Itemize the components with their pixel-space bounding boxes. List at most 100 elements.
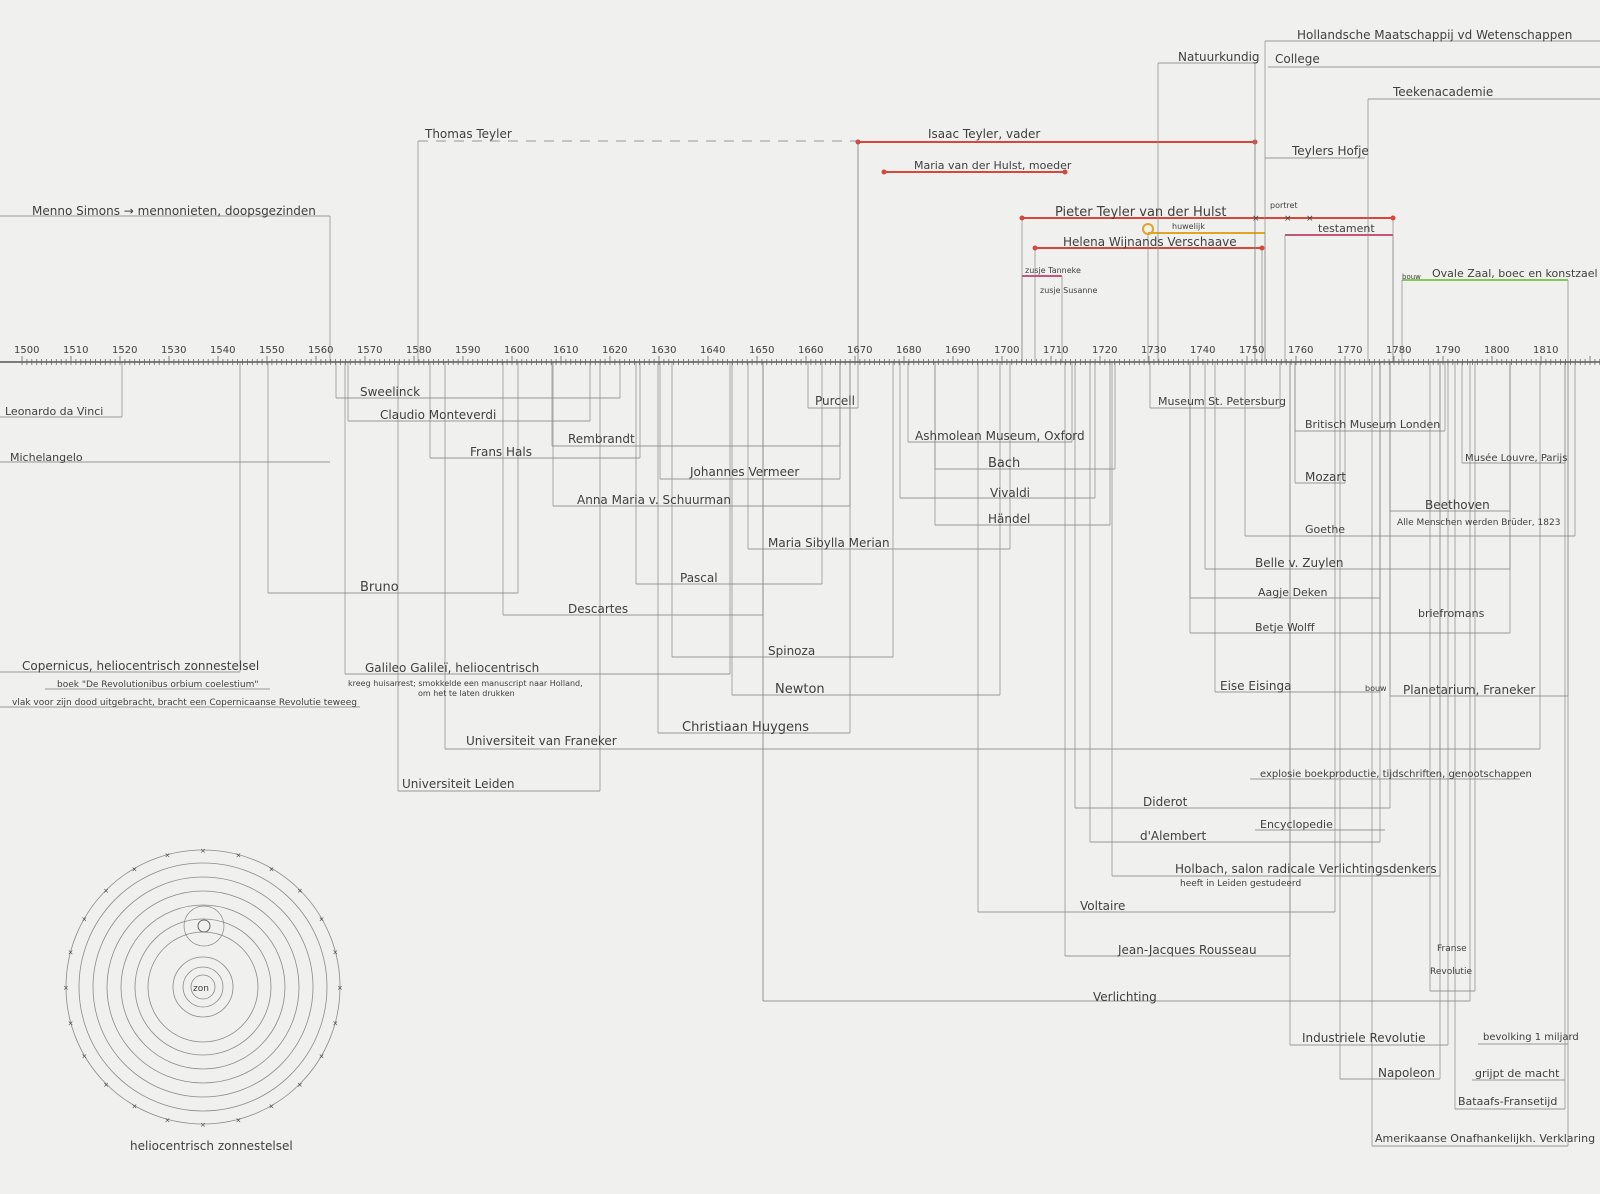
star-mark-icon: × [235, 1116, 241, 1124]
event-label: zusje Susanne [1040, 286, 1097, 295]
event-label: bouw [1402, 273, 1421, 281]
star-mark-icon: × [319, 916, 325, 924]
year-label: 1790 [1435, 345, 1460, 356]
event-label: Britisch Museum Londen [1305, 418, 1440, 431]
event-label: Galileo Galileï, heliocentrisch [365, 661, 539, 675]
orbit-ring [78, 862, 328, 1112]
event-label: Newton [775, 682, 825, 697]
star-mark-icon: × [297, 887, 303, 895]
event-label: Claudio Monteverdi [380, 408, 496, 422]
event-label: Goethe [1305, 523, 1345, 536]
star-mark-icon: × [165, 852, 171, 860]
connector-lines: × × × [0, 40, 1600, 1147]
year-label: 1540 [210, 345, 235, 356]
event-label: testament [1318, 222, 1375, 235]
event-label: Pascal [680, 571, 718, 585]
event-label: portret [1270, 201, 1298, 210]
event-label: Maria Sibylla Merian [768, 536, 890, 550]
star-mark-icon: × [81, 1053, 87, 1061]
event-label: Helena Wijnands Verschaave [1063, 235, 1237, 249]
event-label: bouw [1365, 684, 1387, 693]
star-mark-icon: × [81, 916, 87, 924]
event-label: Maria van der Hulst, moeder [914, 159, 1072, 172]
star-mark-icon: × [103, 1081, 109, 1089]
orbit-ring [182, 966, 224, 1008]
event-label: Menno Simons → mennonieten, doopsgezinde… [32, 204, 316, 218]
event-label: Holbach, salon radicale Verlichtingsdenk… [1175, 862, 1437, 876]
x-mark-icon: × [1284, 214, 1292, 224]
event-label: Industriele Revolutie [1302, 1031, 1426, 1045]
star-mark-icon: × [269, 1103, 275, 1111]
year-label: 1800 [1484, 345, 1509, 356]
event-label: Franse [1437, 944, 1467, 954]
start-dot [855, 139, 861, 145]
event-label: Händel [988, 512, 1030, 526]
earth-icon [197, 919, 211, 933]
year-label: 1760 [1288, 345, 1313, 356]
event-label: Bruno [360, 580, 399, 595]
event-label: Voltaire [1080, 899, 1125, 913]
start-dot [881, 169, 887, 175]
year-label: 1500 [14, 345, 39, 356]
star-mark-icon: × [103, 887, 109, 895]
event-labels: Menno Simons → mennonieten, doopsgezinde… [5, 28, 1598, 1145]
year-label: 1680 [896, 345, 921, 356]
event-label: Vivaldi [990, 486, 1030, 500]
year-label: 1730 [1141, 345, 1166, 356]
star-mark-icon: × [235, 852, 241, 860]
event-label: Ashmolean Museum, Oxford [915, 429, 1085, 443]
marriage-ring-icon [1142, 223, 1154, 235]
event-label: Napoleon [1378, 1066, 1435, 1080]
star-mark-icon: × [297, 1081, 303, 1089]
event-label: Planetarium, Franeker [1403, 683, 1535, 697]
star-mark-icon: × [165, 1116, 171, 1124]
start-dot [1032, 245, 1038, 251]
orbit-ring [65, 849, 341, 1125]
star-mark-icon: × [337, 984, 343, 992]
event-label: vlak voor zijn dood uitgebracht, bracht … [12, 698, 357, 708]
event-label: Beethoven [1425, 498, 1490, 512]
event-label: Purcell [815, 394, 855, 408]
event-label: Copernicus, heliocentrisch zonnestelsel [22, 659, 259, 673]
event-label: Michelangelo [10, 451, 83, 464]
event-label: om het te laten drukken [418, 689, 515, 698]
event-label: Isaac Teyler, vader [928, 127, 1040, 141]
orbit-ring [120, 904, 286, 1070]
year-label: 1550 [259, 345, 284, 356]
end-dot [1390, 215, 1396, 221]
event-label: explosie boekproductie, tijdschriften, g… [1260, 769, 1532, 780]
event-label: Belle v. Zuylen [1255, 556, 1344, 570]
event-label: Amerikaanse Onafhankelijkh. Verklaring [1375, 1132, 1595, 1145]
event-label: Encyclopedie [1260, 818, 1333, 831]
event-label: Frans Hals [470, 445, 532, 459]
event-label: Mozart [1305, 470, 1346, 484]
event-label: College [1275, 52, 1320, 66]
event-label: Jean-Jacques Rousseau [1117, 943, 1257, 957]
event-label: Universiteit van Franeker [466, 734, 617, 748]
year-label: 1780 [1386, 345, 1411, 356]
event-label: boek "De Revolutionibus orbium coelestiu… [57, 680, 259, 690]
orbit-ring [92, 876, 314, 1098]
event-label: Spinoza [768, 644, 815, 658]
year-label: 1740 [1190, 345, 1215, 356]
year-label: 1710 [1043, 345, 1068, 356]
orbit-ring [106, 890, 300, 1084]
x-mark-icon: × [1252, 214, 1260, 224]
diagram-caption: heliocentrisch zonnestelsel [130, 1139, 293, 1153]
star-mark-icon: × [332, 949, 338, 957]
event-label: Christiaan Huygens [682, 720, 809, 735]
event-label: Museum St. Petersburg [1158, 395, 1286, 408]
event-label: Eise Eisinga [1220, 679, 1291, 693]
end-dot [1259, 245, 1265, 251]
year-label: 1640 [700, 345, 725, 356]
year-label: 1810 [1533, 345, 1558, 356]
star-mark-icon: × [200, 847, 206, 855]
event-label: Revolutie [1430, 967, 1472, 977]
star-mark-icon: × [68, 1019, 74, 1027]
event-label: Diderot [1143, 795, 1188, 809]
event-label: heeft in Leiden gestudeerd [1180, 879, 1301, 889]
year-label: 1570 [357, 345, 382, 356]
event-label: Ovale Zaal, boec en konstzael [1432, 267, 1598, 280]
